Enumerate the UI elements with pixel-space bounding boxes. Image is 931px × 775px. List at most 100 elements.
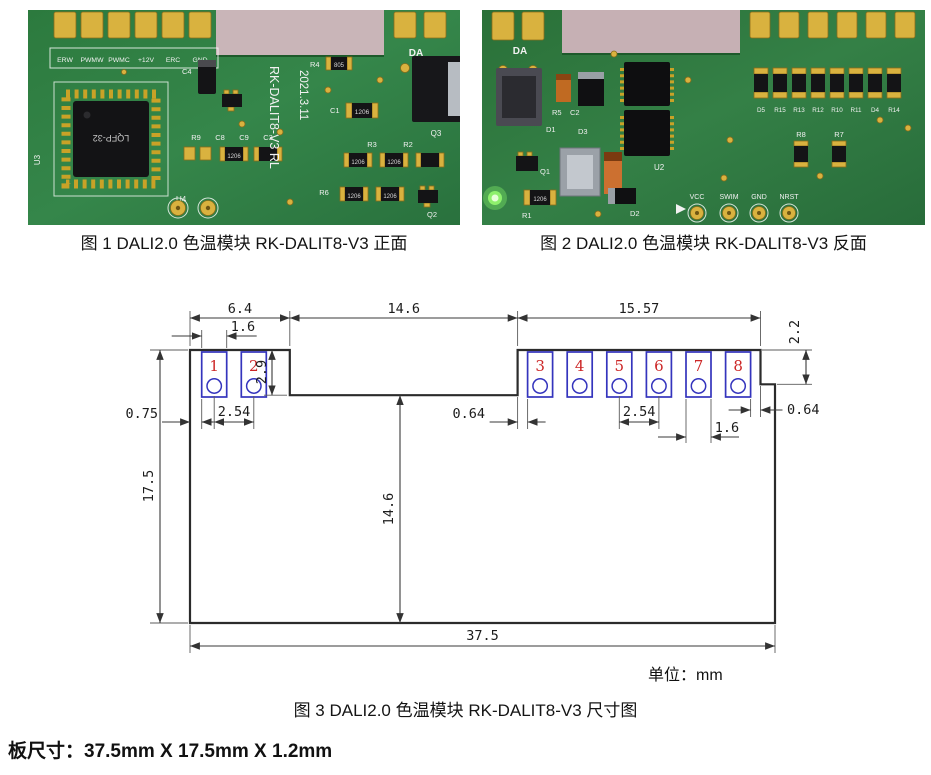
mcu-lqfp32: LQFP-32: [53, 81, 169, 197]
passives-row-r9-c3: R9 C8 C9 C3 1206: [183, 133, 283, 162]
dim-height-total: 17.5: [141, 470, 157, 503]
mcu-marking: LQFP-32: [93, 133, 130, 143]
mcu-body: [73, 101, 149, 177]
pad-6: [645, 351, 673, 398]
board-front-notch: [216, 10, 384, 56]
ref-u2: U2: [654, 163, 665, 172]
marking-1206: 1206: [227, 154, 241, 160]
ref-r14: R14: [888, 107, 900, 114]
pad-number-5: 5: [615, 357, 625, 375]
board-outline: [188, 348, 777, 625]
diode-d2: D2: [608, 188, 640, 218]
dim-height-notch: 14.6: [381, 493, 397, 526]
diode-d3: D3: [578, 72, 604, 136]
ref-r6: R6: [319, 188, 329, 197]
dimension-diagram: 1 2 3 4 5 6 7 8: [125, 301, 820, 653]
board-date-silk: 2021.3.11: [297, 70, 309, 120]
pad-label-erw: ERW: [57, 57, 73, 64]
ref-u3: U3: [33, 154, 42, 165]
bridge-d1: D1: [496, 68, 556, 134]
front-vias: [121, 69, 384, 206]
marking-1206: 1206: [383, 194, 397, 200]
pad-label-pwmc: PWMC: [108, 57, 130, 64]
ref-c1: C1: [330, 106, 340, 115]
ic-u2: U2: [620, 62, 674, 172]
ref-d2: D2: [630, 209, 640, 218]
ref-q2: Q2: [427, 210, 437, 219]
prog-label-nrst: NRST: [779, 194, 799, 201]
mcu-pin1-dot: [83, 111, 91, 119]
pad-number-3: 3: [535, 357, 545, 375]
pad-number-6: 6: [654, 357, 664, 375]
arrow-marker-silk: [676, 204, 686, 214]
ref-r4: R4: [310, 60, 320, 69]
transistor-q2: Q2: [418, 185, 438, 219]
front-bottom-pads: [167, 197, 219, 219]
sot23-top: [222, 89, 242, 112]
ref-r3: R3: [367, 140, 377, 149]
ref-q1: Q1: [540, 167, 550, 176]
cap-c1: C1 1206: [330, 102, 379, 119]
fig1-caption: 图 1 DALI2.0 色温模块 RK-DALIT8-V3 正面: [80, 234, 408, 253]
unit-note: 单位：mm: [648, 667, 723, 684]
mcu-pins: [61, 89, 161, 189]
cap-r5-c2: R5 C2: [552, 74, 580, 117]
dim-pitch-left: 2.54: [218, 404, 251, 420]
prog-label-vcc: VCC: [690, 194, 705, 201]
ref-r10: R10: [831, 107, 843, 114]
tantalum-cap: [604, 152, 622, 194]
dim-right-edge-gap: 0.64: [787, 402, 820, 418]
power-led: [483, 186, 507, 210]
resistor-row-r3-r2: R3 R2 1206 1206: [343, 140, 445, 168]
resistors-r8-r7: R8 R7: [793, 130, 847, 168]
front-da-label: DA: [409, 48, 423, 59]
cap-c4: C4: [182, 60, 216, 94]
fig3-caption: 图 3 DALI2.0 色温模块 RK-DALIT8-V3 尺寸图: [293, 701, 638, 720]
dim-notch-depth: 2.9: [254, 360, 270, 384]
back-resistor-row-labels: D5 R15 R13 R12 R10 R11 D4 R14: [757, 107, 900, 114]
inductor: [559, 147, 601, 197]
ref-r13: R13: [793, 107, 805, 114]
pad-number-7: 7: [694, 357, 704, 375]
resistor-row-r6: R6 1206 1206: [319, 186, 405, 202]
pcb-back-photo: DA D5 R15 R13 R12 R10 R11: [482, 10, 925, 225]
resistor-r4: R4 805: [310, 56, 353, 71]
ref-u4: U4: [176, 195, 187, 204]
ref-d1: D1: [546, 125, 556, 134]
back-vias: [594, 50, 912, 218]
ref-c4: C4: [182, 67, 192, 76]
silk-label-box: [49, 47, 219, 69]
marking-1206: 1206: [347, 194, 361, 200]
dim-w-notch: 14.6: [387, 301, 420, 317]
ref-r8: R8: [796, 130, 806, 139]
programming-pads: VCC SWIM GND NRST: [676, 194, 799, 223]
ref-r12: R12: [812, 107, 824, 114]
ref-r5: R5: [552, 108, 562, 117]
pad-label-erc: ERC: [166, 57, 180, 64]
silk-vertical-text: RK-DALIT8-V3 RL 2021.3.11: [267, 66, 309, 169]
prog-label-gnd: GND: [751, 194, 767, 201]
pad-label-12v: +12V: [138, 57, 155, 64]
dim-w-right: 15.57: [619, 301, 660, 317]
dimension-labels: 6.4 14.6 15.57 2.2 1.6 2.9 0.75 2.54 0.6…: [125, 301, 819, 644]
dim-right-step: 2.2: [787, 320, 803, 344]
dim-w-left: 6.4: [228, 301, 252, 317]
dim-right-section-gap: 0.64: [452, 406, 485, 422]
pad-label-pwmw: PWMW: [80, 57, 104, 64]
dim-width-total: 37.5: [466, 628, 499, 644]
ref-c8: C8: [215, 133, 225, 142]
fig2-caption: 图 2 DALI2.0 色温模块 RK-DALIT8-V3 反面: [540, 234, 867, 253]
dim-left-edge-gap: 0.75: [125, 406, 158, 422]
ref-r11: R11: [850, 107, 862, 114]
ref-c9: C9: [239, 133, 249, 142]
ref-d3: D3: [578, 127, 588, 136]
ref-c3: C3: [263, 133, 273, 142]
ref-c2: C2: [570, 108, 580, 117]
board-size-note: 板尺寸：37.5mm X 17.5mm X 1.2mm: [8, 741, 333, 762]
ref-q3: Q3: [431, 129, 442, 138]
pad-number-8: 8: [733, 357, 743, 375]
dimension-lines: [156, 314, 810, 650]
dim-padw-left: 1.6: [231, 319, 255, 335]
transistor-q3: Q3: [412, 56, 460, 138]
resistor-r1: 1206 R1: [522, 189, 557, 220]
